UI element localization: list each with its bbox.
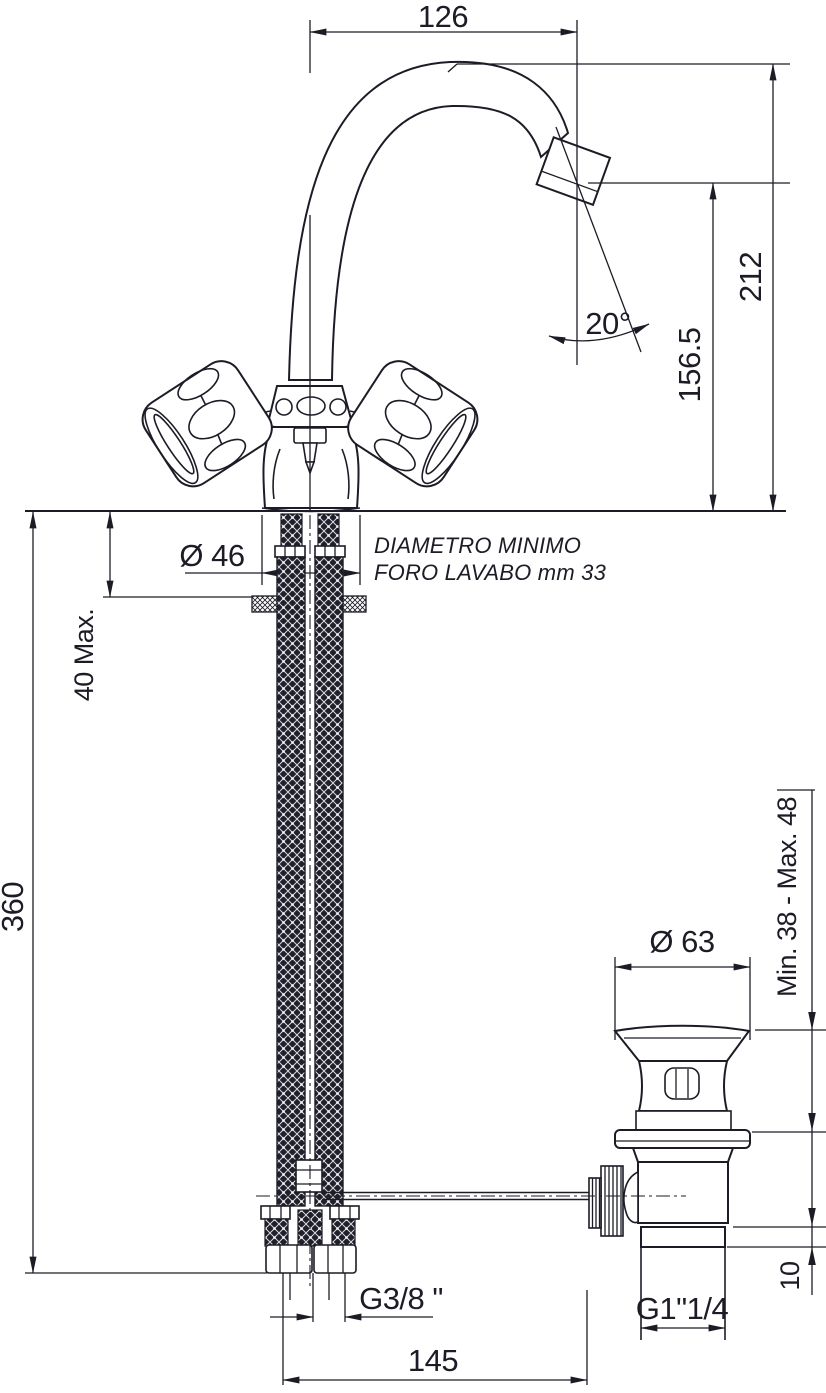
thread-drain-label: G1"1/4 [636, 1291, 729, 1326]
escutcheon-bolt-left [275, 398, 293, 416]
drain-assembly [588, 1024, 751, 1340]
drain-washer [614, 1129, 751, 1149]
supply-nut-right [313, 1244, 357, 1274]
rod-adjuster-knurl [588, 1165, 624, 1237]
base-edge [261, 507, 361, 513]
dim-rod-reach-label: 145 [408, 1343, 458, 1378]
handle-right [347, 360, 479, 488]
overflow-window [664, 1067, 700, 1100]
dim-total-height-label: 212 [733, 252, 768, 302]
supply-hoses [251, 513, 589, 1274]
rod-joint-cap [623, 1170, 639, 1224]
dim-spray-angle-label: 20° [585, 306, 630, 341]
dim-flange-height-label: 10 [775, 1261, 805, 1290]
dimension-lines: 126 212 156.5 20° Ø 46 DIAMETRO MINIMO F… [0, 0, 790, 1274]
hose-left [276, 556, 306, 1207]
supply-nut-left [265, 1244, 313, 1274]
thread-supply-label: G3/8 " [359, 1281, 443, 1316]
drain-lower-body [637, 1161, 729, 1224]
dim-drain-diameter-label: Ø 63 [649, 924, 714, 959]
spout-arc [287, 60, 570, 381]
rod-linkage-block [295, 1159, 323, 1193]
dim-basin-thickness-label: Min. 38 - Max. 48 [772, 797, 802, 997]
handle-left [141, 360, 273, 488]
dim-deck-thickness-label: 40 Max. [69, 609, 99, 702]
drain-dimensions: Ø 63 Min. 38 - Max. 48 10 [614, 789, 826, 1295]
dim-body-diameter-label: Ø 46 [179, 538, 244, 573]
dim-hose-length-label: 360 [0, 882, 30, 932]
faucet-body [141, 60, 612, 513]
note-line2: FORO LAVABO mm 33 [374, 560, 607, 585]
bottom-dimensions: G3/8 " 145 G1"1/4 [270, 1273, 729, 1385]
note-line1: DIAMETRO MINIMO [374, 533, 581, 558]
centerlines [256, 215, 686, 1290]
drain-flange [613, 1024, 751, 1062]
tailpiece-flange [640, 1226, 726, 1248]
hose-right [314, 556, 344, 1207]
dim-spout-reach-label: 126 [418, 0, 468, 34]
dim-aerator-height-label: 156.5 [672, 327, 707, 402]
escutcheon-center-boss [296, 396, 326, 416]
escutcheon-bolt-right [329, 398, 347, 416]
